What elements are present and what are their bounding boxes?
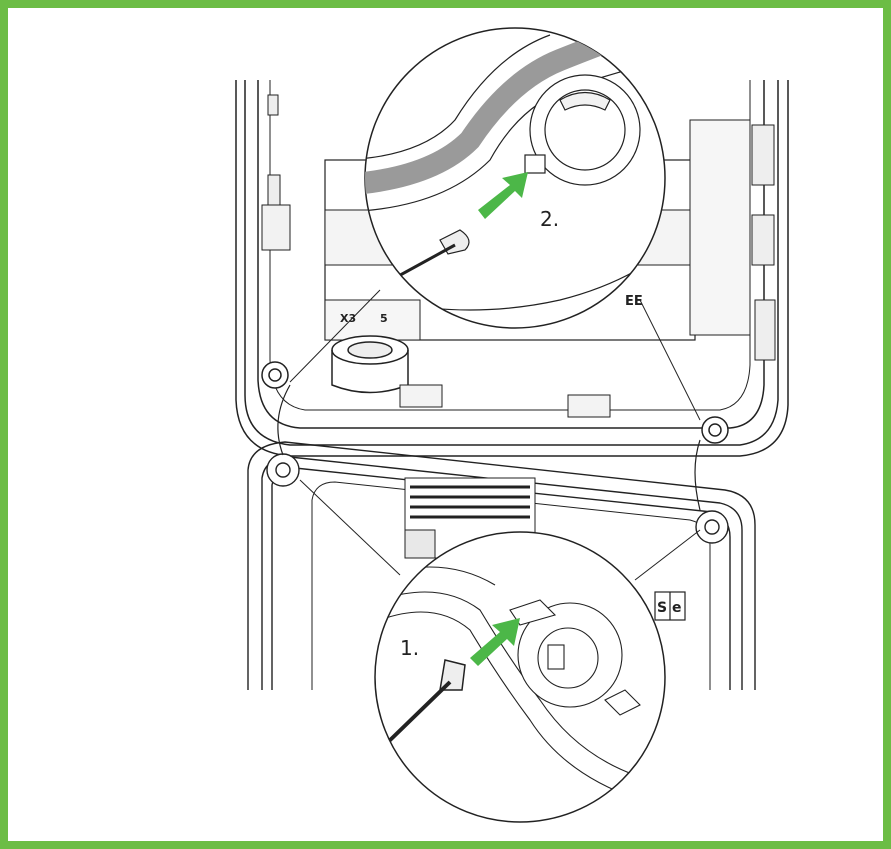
arrow-up-right-icon-2: [470, 618, 520, 666]
step-1-label: 1.: [400, 636, 419, 660]
badge-right: e: [672, 600, 682, 616]
zoom-circle-top: 2.: [364, 27, 666, 329]
terminal-label-suffix: 5: [380, 312, 388, 325]
badge-left: S: [657, 600, 667, 616]
brand-fragment: EE: [625, 294, 643, 309]
leader-lines: [289, 289, 701, 581]
terminal-label: X3: [340, 312, 356, 325]
step-2-label: 2.: [540, 207, 559, 231]
ce-badge: S e: [654, 591, 686, 621]
vent-slots: [410, 485, 530, 519]
zoom-circle-bottom: 1.: [374, 531, 666, 823]
arrow-up-right-icon: [478, 172, 528, 219]
